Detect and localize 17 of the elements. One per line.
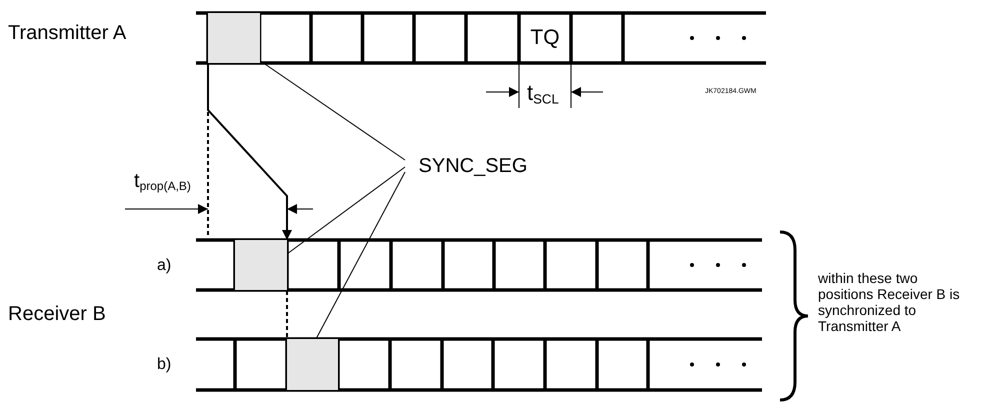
- time-quantum-cell: TQ: [519, 13, 571, 63]
- leader-line: [258, 60, 406, 160]
- segment-label: SYNC_SEG: [405, 153, 541, 179]
- dimension-label: t$_{prop(A,B)}$: [134, 170, 191, 194]
- sync-segment-cell: [208, 13, 260, 63]
- sync-segment-cell: [235, 240, 287, 290]
- dimension-label: t$_{SCL}$: [527, 80, 559, 106]
- leader-line: [316, 172, 406, 340]
- row-label: b): [157, 356, 172, 374]
- row-label: Receiver B: [8, 303, 106, 326]
- note-text: within these two positions Receiver B is synchronized to Transmitter A: [818, 270, 961, 334]
- row-label: a): [157, 257, 172, 276]
- leader-line: [286, 166, 406, 254]
- signal-arrow: [207, 64, 292, 240]
- sync-segment-cell: [287, 339, 338, 390]
- row-label: Transmitter A: [8, 22, 126, 45]
- reference-line: [286, 291, 288, 339]
